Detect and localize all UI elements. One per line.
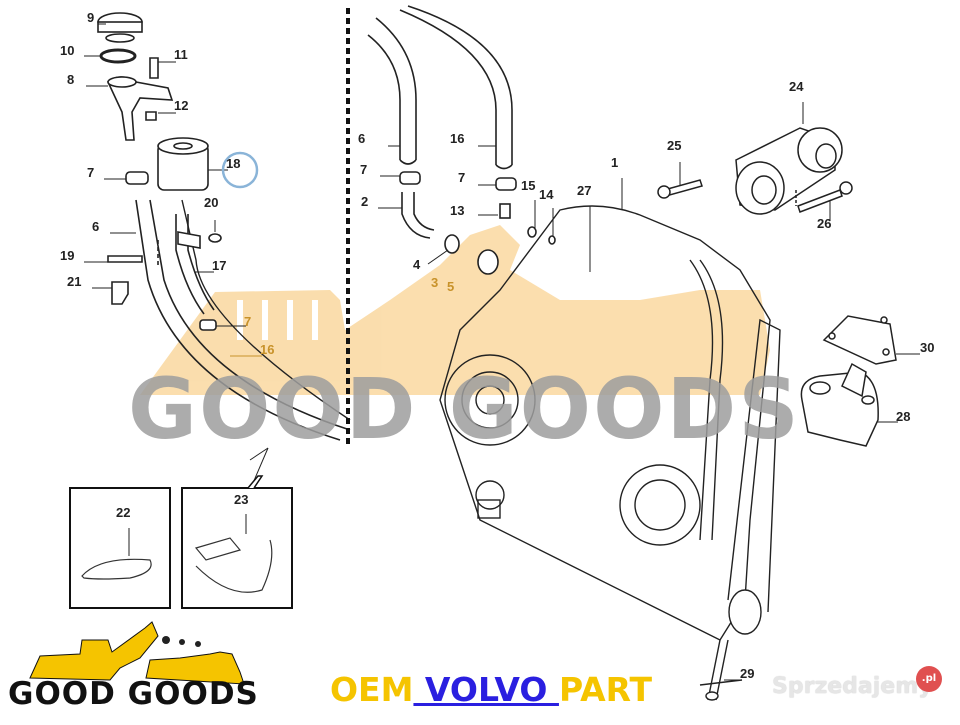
callout-5: 5 (447, 279, 455, 294)
callout-22: 22 (116, 505, 131, 520)
part-label: PART (558, 670, 653, 709)
callout-6: 6 (358, 131, 366, 146)
callout-16: 16 (450, 131, 465, 146)
oem-part-banner: OEM VOLVO PART (330, 670, 652, 710)
callout-11: 11 (174, 47, 188, 62)
watermark-vehicle (140, 225, 770, 395)
detail-box-23 (181, 475, 293, 609)
detail-box-22 (69, 487, 171, 609)
good-goods-logo: GOOD GOODS (8, 676, 259, 712)
callout-9: 9 (87, 10, 95, 25)
callout-13: 13 (450, 203, 465, 218)
callout-7: 7 (87, 165, 95, 180)
highlight-circle-18 (221, 151, 259, 189)
callout-17: 17 (212, 258, 227, 273)
gearbox-housing (439, 205, 781, 701)
callout-7: 7 (458, 170, 466, 185)
leader-lines-right (378, 102, 920, 681)
callout-15: 15 (521, 178, 536, 193)
callout-10: 10 (60, 43, 75, 58)
callout-4: 4 (413, 257, 421, 272)
engine-mount-28-30 (800, 315, 897, 447)
callout-26: 26 (817, 216, 832, 231)
callout-30: 30 (920, 340, 935, 355)
callout-27: 27 (577, 183, 592, 198)
callout-18: 18 (226, 156, 241, 171)
left-assembly (97, 12, 351, 441)
callout-12: 12 (174, 98, 189, 113)
callout-2: 2 (361, 194, 369, 209)
oem-label: OEM (330, 670, 414, 709)
logo-vehicles (29, 621, 245, 685)
callout-23: 23 (234, 492, 249, 507)
watermark-text: GOOD GOODS (128, 360, 801, 458)
sprzedajemy-watermark: Sprzedajemy (772, 674, 933, 699)
callout-24: 24 (789, 79, 804, 94)
callout-20: 20 (204, 195, 219, 210)
callout-7: 7 (360, 162, 368, 177)
callout-1: 1 (611, 155, 619, 170)
sprzedajemy-pl-badge: .pl (916, 666, 942, 692)
callout-8: 8 (67, 72, 75, 87)
volvo-link[interactable]: VOLVO (413, 670, 559, 709)
callout-16: 16 (260, 342, 275, 357)
callout-3: 3 (431, 275, 439, 290)
callout-7: 7 (244, 314, 252, 329)
callout-21: 21 (67, 274, 82, 289)
callout-28: 28 (896, 409, 911, 424)
callout-19: 19 (60, 248, 75, 263)
callout-25: 25 (667, 138, 682, 153)
callout-6: 6 (92, 219, 100, 234)
leader-lines-left (84, 23, 269, 491)
middle-hoses (367, 5, 556, 275)
callout-29: 29 (740, 666, 755, 681)
torque-rod-24 (657, 127, 853, 215)
callout-14: 14 (539, 187, 554, 202)
